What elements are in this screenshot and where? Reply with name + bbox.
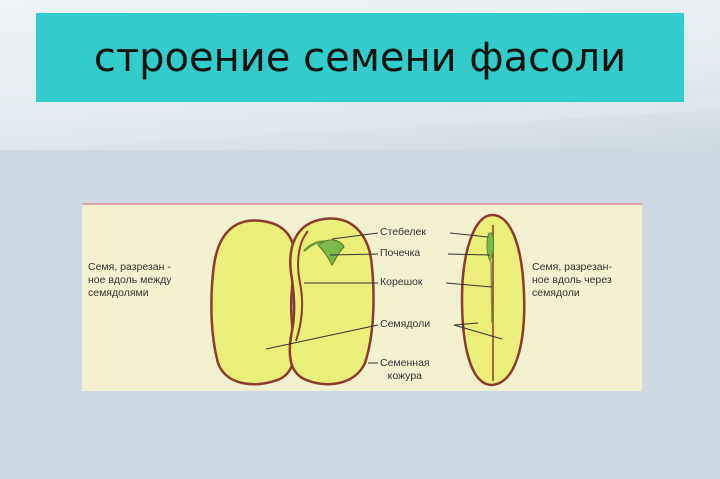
leader-cotyledon-right — [453, 322, 479, 326]
label-stem: Стебелек — [380, 226, 426, 238]
leader-cotyledon-left — [265, 324, 379, 350]
label-bud: Почечка — [380, 247, 421, 259]
label-root: Корешок — [380, 276, 423, 288]
left-caption-line-3: семядолями — [88, 287, 149, 299]
bean-seed-figure: Семя, разрезан - ное вдоль между семядол… — [82, 203, 642, 391]
leader-cotyledon-right2 — [453, 324, 503, 340]
left-caption-line-1: Семя, разрезан - — [88, 261, 171, 273]
leader-lines — [265, 232, 503, 364]
left-caption: Семя, разрезан - ное вдоль между семядол… — [88, 261, 171, 300]
title-banner: строение семени фасоли — [36, 13, 684, 102]
right-caption-line-2: ное вдоль через — [532, 274, 612, 286]
label-cotyledons: Семядоли — [380, 318, 431, 330]
right-caption: Семя, разрезан- ное вдоль через семядоли — [532, 261, 612, 300]
leader-stem-left — [331, 232, 379, 240]
cross-embryo — [486, 232, 495, 262]
right-caption-line-1: Семя, разрезан- — [532, 261, 612, 273]
embryo-bud — [317, 239, 345, 266]
seed-half-left — [210, 219, 297, 386]
slide-title: строение семени фасоли — [93, 34, 627, 81]
seed-half-right — [288, 217, 375, 386]
bean-seed-drawing — [82, 203, 642, 387]
label-seed-coat: Семенная кожура — [380, 357, 430, 383]
leader-bud-right — [447, 253, 491, 256]
right-caption-line-3: семядоли — [532, 287, 580, 299]
left-caption-line-2: ное вдоль между — [88, 274, 172, 286]
label-seed-coat-line-2: кожура — [387, 370, 422, 382]
seed-coat-inner — [295, 230, 309, 342]
cross-root — [490, 260, 493, 324]
label-seed-coat-line-1: Семенная — [380, 357, 430, 369]
leader-bud-left — [329, 253, 379, 256]
leader-root-right — [445, 282, 493, 288]
leader-stem-right — [449, 232, 489, 238]
